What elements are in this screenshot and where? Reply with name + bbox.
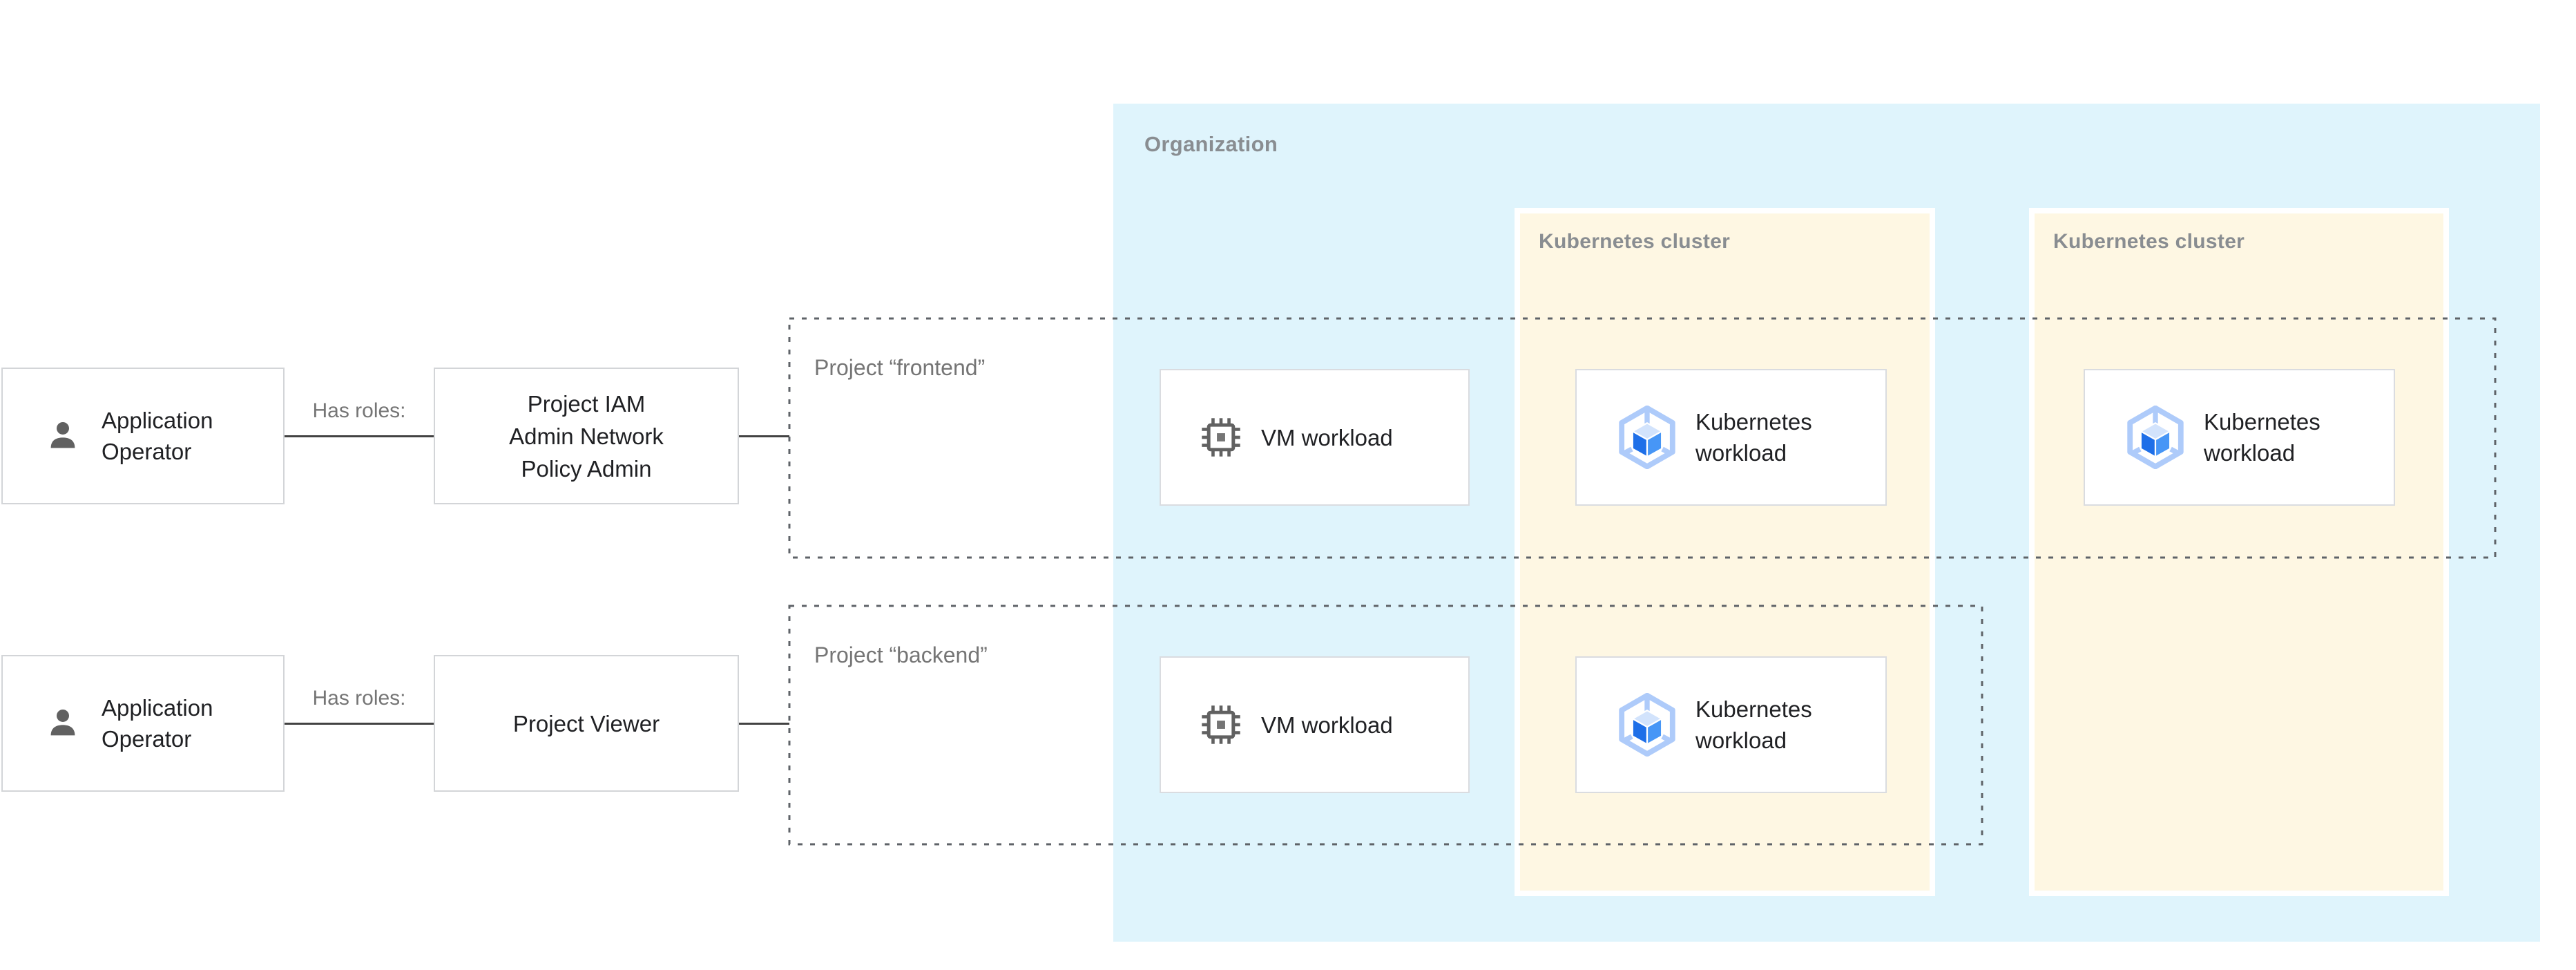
cpu-chip-icon <box>1198 415 1244 460</box>
role-label: Project Viewer <box>512 710 660 736</box>
gke-hexagon-cube-icon <box>2124 406 2187 469</box>
person-icon <box>50 709 75 736</box>
connector-line <box>739 435 789 437</box>
vm-workload-card-frontend: VM workload <box>1160 369 1470 506</box>
application-operator-box-2: Application Operator <box>1 655 285 792</box>
role-box-project-viewer: Project Viewer <box>434 655 739 792</box>
kubernetes-cluster-2-label: Kubernetes cluster <box>2053 230 2245 253</box>
gke-hexagon-cube-icon <box>1615 693 1679 757</box>
vm-workload-label: VM workload <box>1261 712 1393 738</box>
connector-line <box>285 435 434 437</box>
connector-line <box>739 723 789 725</box>
connector-line <box>285 723 434 725</box>
has-roles-label-2: Has roles: <box>312 687 406 710</box>
kubernetes-workload-card-frontend-cluster2: Kubernetes workload <box>2084 369 2395 506</box>
kubernetes-workload-label: Kubernetes workload <box>2204 409 2320 466</box>
organization-label: Organization <box>1144 132 1278 156</box>
kubernetes-workload-label: Kubernetes workload <box>1695 696 1812 753</box>
application-operator-label: Application Operator <box>102 408 213 464</box>
gke-hexagon-cube-icon <box>1615 406 1679 469</box>
role-label: Project IAM Admin Network Policy Admin <box>509 390 664 482</box>
kubernetes-cluster-1-label: Kubernetes cluster <box>1539 230 1731 253</box>
cpu-chip-icon <box>1198 702 1244 748</box>
vm-workload-card-backend: VM workload <box>1160 656 1470 793</box>
role-box-project-iam-admin: Project IAM Admin Network Policy Admin <box>434 368 739 504</box>
project-frontend-label: Project “frontend” <box>814 355 986 380</box>
vm-workload-label: VM workload <box>1261 424 1393 450</box>
kubernetes-workload-card-backend-cluster1: Kubernetes workload <box>1575 656 1887 793</box>
application-operator-label: Application Operator <box>102 695 213 752</box>
kubernetes-cluster-2 <box>2029 208 2449 896</box>
kubernetes-workload-label: Kubernetes workload <box>1695 409 1812 466</box>
kubernetes-workload-card-frontend-cluster1: Kubernetes workload <box>1575 369 1887 506</box>
application-operator-box-1: Application Operator <box>1 368 285 504</box>
has-roles-label-1: Has roles: <box>312 399 406 422</box>
person-icon <box>50 421 75 448</box>
project-backend-label: Project “backend” <box>814 643 988 667</box>
